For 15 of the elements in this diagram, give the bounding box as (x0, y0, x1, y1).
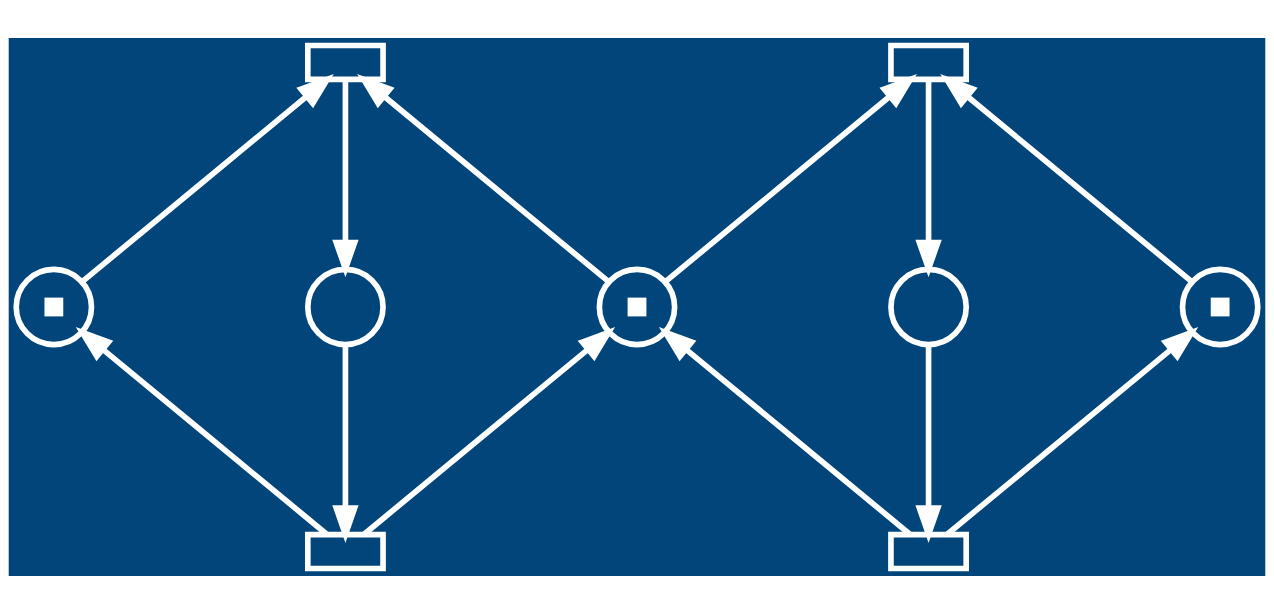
node-circle (888, 266, 970, 347)
node-circle (596, 266, 678, 347)
arrow (332, 344, 359, 543)
node-circle (1179, 266, 1261, 347)
arrow (663, 73, 917, 284)
node-box (888, 531, 970, 571)
node-box (305, 42, 386, 82)
node-circle (305, 266, 386, 347)
arrow (940, 73, 1194, 284)
arrow (80, 73, 334, 284)
arrow (915, 344, 942, 543)
arrow (357, 73, 611, 284)
node-box (305, 531, 386, 571)
node-circle (13, 266, 95, 347)
node-box (888, 42, 970, 82)
